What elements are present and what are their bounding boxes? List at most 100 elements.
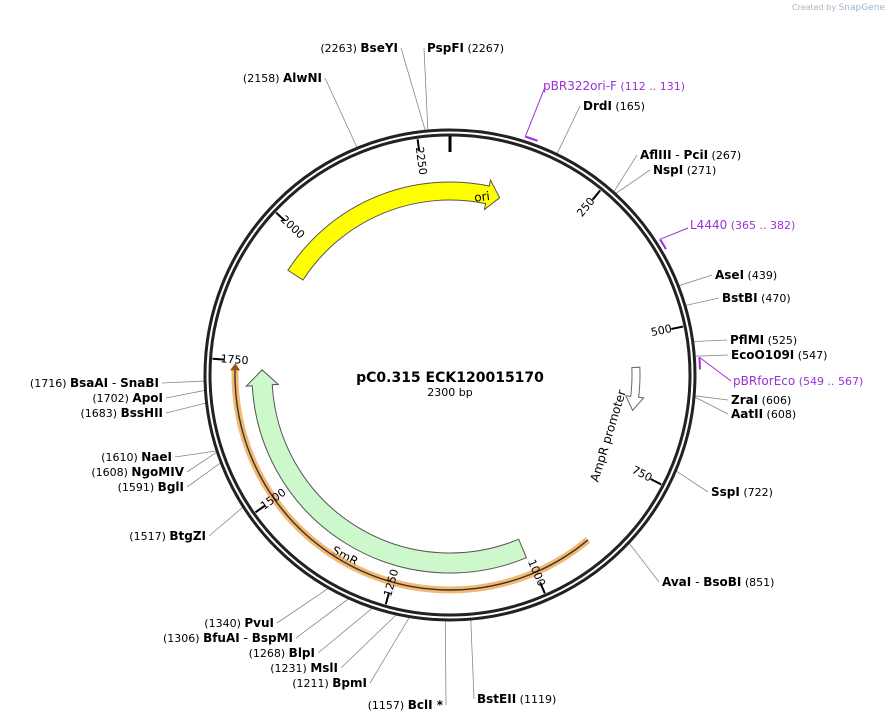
site-position: (608): [763, 408, 796, 421]
site-label-msli[interactable]: (1231) MslI: [270, 661, 338, 675]
tick-mark-250: [591, 189, 601, 201]
site-label-bgli[interactable]: (1591) BglI: [118, 480, 184, 494]
site-label-pflmi[interactable]: PflMI (525): [730, 333, 797, 347]
ori-feature-arrow[interactable]: [287, 178, 501, 281]
tick-label-500: 500: [650, 322, 673, 339]
orange-feature-arrowhead: [230, 363, 241, 371]
primer-label-pbr322ori-f[interactable]: pBR322ori-F (112 .. 131): [543, 79, 685, 93]
watermark-brand[interactable]: SnapGene: [838, 3, 885, 13]
primer-arc-pbr322ori-f[interactable]: [525, 135, 538, 142]
site-name: BstBI: [722, 291, 758, 305]
primer-leader-l4440: [659, 227, 689, 240]
site-name: DrdI: [583, 99, 612, 113]
site-label-btgzi[interactable]: (1517) BtgZI: [129, 529, 206, 543]
site-label-nspi[interactable]: NspI (271): [653, 163, 716, 177]
site-name: BclI *: [408, 698, 444, 712]
primer-leader-pbrforeco: [699, 356, 732, 382]
site-label-pvui[interactable]: (1340) PvuI: [204, 616, 274, 630]
site-position: (1608): [91, 466, 131, 479]
site-label-bsteii[interactable]: BstEII (1119): [477, 692, 556, 706]
primer-range: (365 .. 382): [727, 219, 795, 232]
site-name: NaeI: [141, 450, 172, 464]
site-name: AvaI: [662, 575, 691, 589]
watermark-text: Created by: [792, 3, 837, 12]
site-label-alwni[interactable]: (2158) AlwNI: [243, 71, 322, 85]
site-leader-pvui: [276, 588, 329, 624]
site-label-bsshii[interactable]: (1683) BssHII: [81, 406, 163, 420]
tick-mark-1750: [212, 357, 225, 361]
site-label-ngomiv[interactable]: (1608) NgoMIV: [91, 465, 184, 479]
site-name: PciI: [684, 148, 709, 162]
site-label-bcli[interactable]: (1157) BclI *: [368, 698, 444, 712]
site-leader-ecoo109i: [695, 354, 729, 357]
site-position: (470): [758, 292, 791, 305]
site-label-bpmi[interactable]: (1211) BpmI: [292, 676, 367, 690]
site-leader-blpi: [317, 608, 373, 654]
site-label-bseyi[interactable]: (2263) BseYI: [320, 41, 398, 55]
primer-range: (112 .. 131): [617, 80, 685, 93]
watermark: Created by SnapGene: [792, 3, 885, 13]
site-label-sspi[interactable]: SspI (722): [711, 485, 773, 499]
site-label-aatii[interactable]: AatII (608): [731, 407, 796, 421]
tick-mark-2000: [275, 211, 286, 222]
site-position: (1306): [163, 632, 203, 645]
site-label-bsaai[interactable]: (1716) BsaAI - SnaBI: [30, 376, 159, 390]
site-leader-ngomiv: [186, 451, 217, 473]
site-name: MslI: [310, 661, 338, 675]
site-label-avai[interactable]: AvaI - BsoBI (851): [662, 575, 774, 589]
site-position: (722): [740, 486, 773, 499]
primer-label-l4440[interactable]: L4440 (365 .. 382): [690, 218, 795, 232]
site-name: BglI: [158, 480, 184, 494]
primer-arc-pbrforeco[interactable]: [698, 357, 701, 370]
site-position: (2158): [243, 72, 283, 85]
site-leader-aatii: [694, 396, 729, 415]
site-position: (271): [683, 164, 716, 177]
site-position: (1716): [30, 377, 70, 390]
site-leader-sspi: [676, 470, 709, 493]
site-position: (2263): [320, 42, 360, 55]
site-label-bfuai[interactable]: (1306) BfuAI - BspMI: [163, 631, 293, 645]
site-label-apoi[interactable]: (1702) ApoI: [92, 391, 163, 405]
site-position: (1268): [249, 647, 289, 660]
site-leader-bsteii: [470, 620, 475, 700]
site-label-pspfi[interactable]: PspFI (2267): [427, 41, 504, 55]
site-label-afliii[interactable]: AflIII - PciI (267): [640, 148, 741, 162]
smr-feature-arrow[interactable]: [245, 369, 528, 574]
site-leader-asei: [679, 274, 713, 287]
site-name: BstEII: [477, 692, 516, 706]
ori-feature-label: ori: [473, 189, 490, 205]
site-name: BsaAI: [70, 376, 108, 390]
site-label-zrai[interactable]: ZraI (606): [731, 393, 791, 407]
tick-label-2000: 2000: [278, 213, 307, 242]
primer-range: (549 .. 567): [795, 375, 863, 388]
site-name: AatII: [731, 407, 763, 421]
site-position: (1340): [204, 617, 244, 630]
site-position: (2267): [464, 42, 504, 55]
site-name: BspMI: [252, 631, 293, 645]
primer-label-pbrforeco[interactable]: pBRforEco (549 .. 567): [733, 374, 863, 388]
site-leader-afliii: [613, 154, 638, 192]
ampr-promoter-arrow[interactable]: [624, 366, 645, 412]
orange-feature-line: [234, 367, 589, 591]
site-name: SnaBI: [120, 376, 159, 390]
tick-mark-1250: [384, 592, 390, 605]
site-name: PspFI: [427, 41, 464, 55]
site-label-ecoo109i[interactable]: EcoO109I (547): [731, 348, 827, 362]
site-label-bstbi[interactable]: BstBI (470): [722, 291, 791, 305]
site-leader-alwni: [324, 77, 358, 148]
site-position: (1157): [368, 699, 408, 712]
site-name: BseYI: [360, 41, 398, 55]
site-position: (1231): [270, 662, 310, 675]
site-name: NspI: [653, 163, 683, 177]
site-label-blpi[interactable]: (1268) BlpI: [249, 646, 315, 660]
site-position: (1211): [292, 677, 332, 690]
site-position: (1610): [101, 451, 141, 464]
site-position: (851): [741, 576, 774, 589]
site-label-naei[interactable]: (1610) NaeI: [101, 450, 172, 464]
site-position: (1517): [129, 530, 169, 543]
site-label-drdi[interactable]: DrdI (165): [583, 99, 645, 113]
site-name: NgoMIV: [131, 465, 184, 479]
site-position: (165): [612, 100, 645, 113]
site-label-asei[interactable]: AseI (439): [715, 268, 777, 282]
backbone-inner-ring: [208, 133, 692, 617]
